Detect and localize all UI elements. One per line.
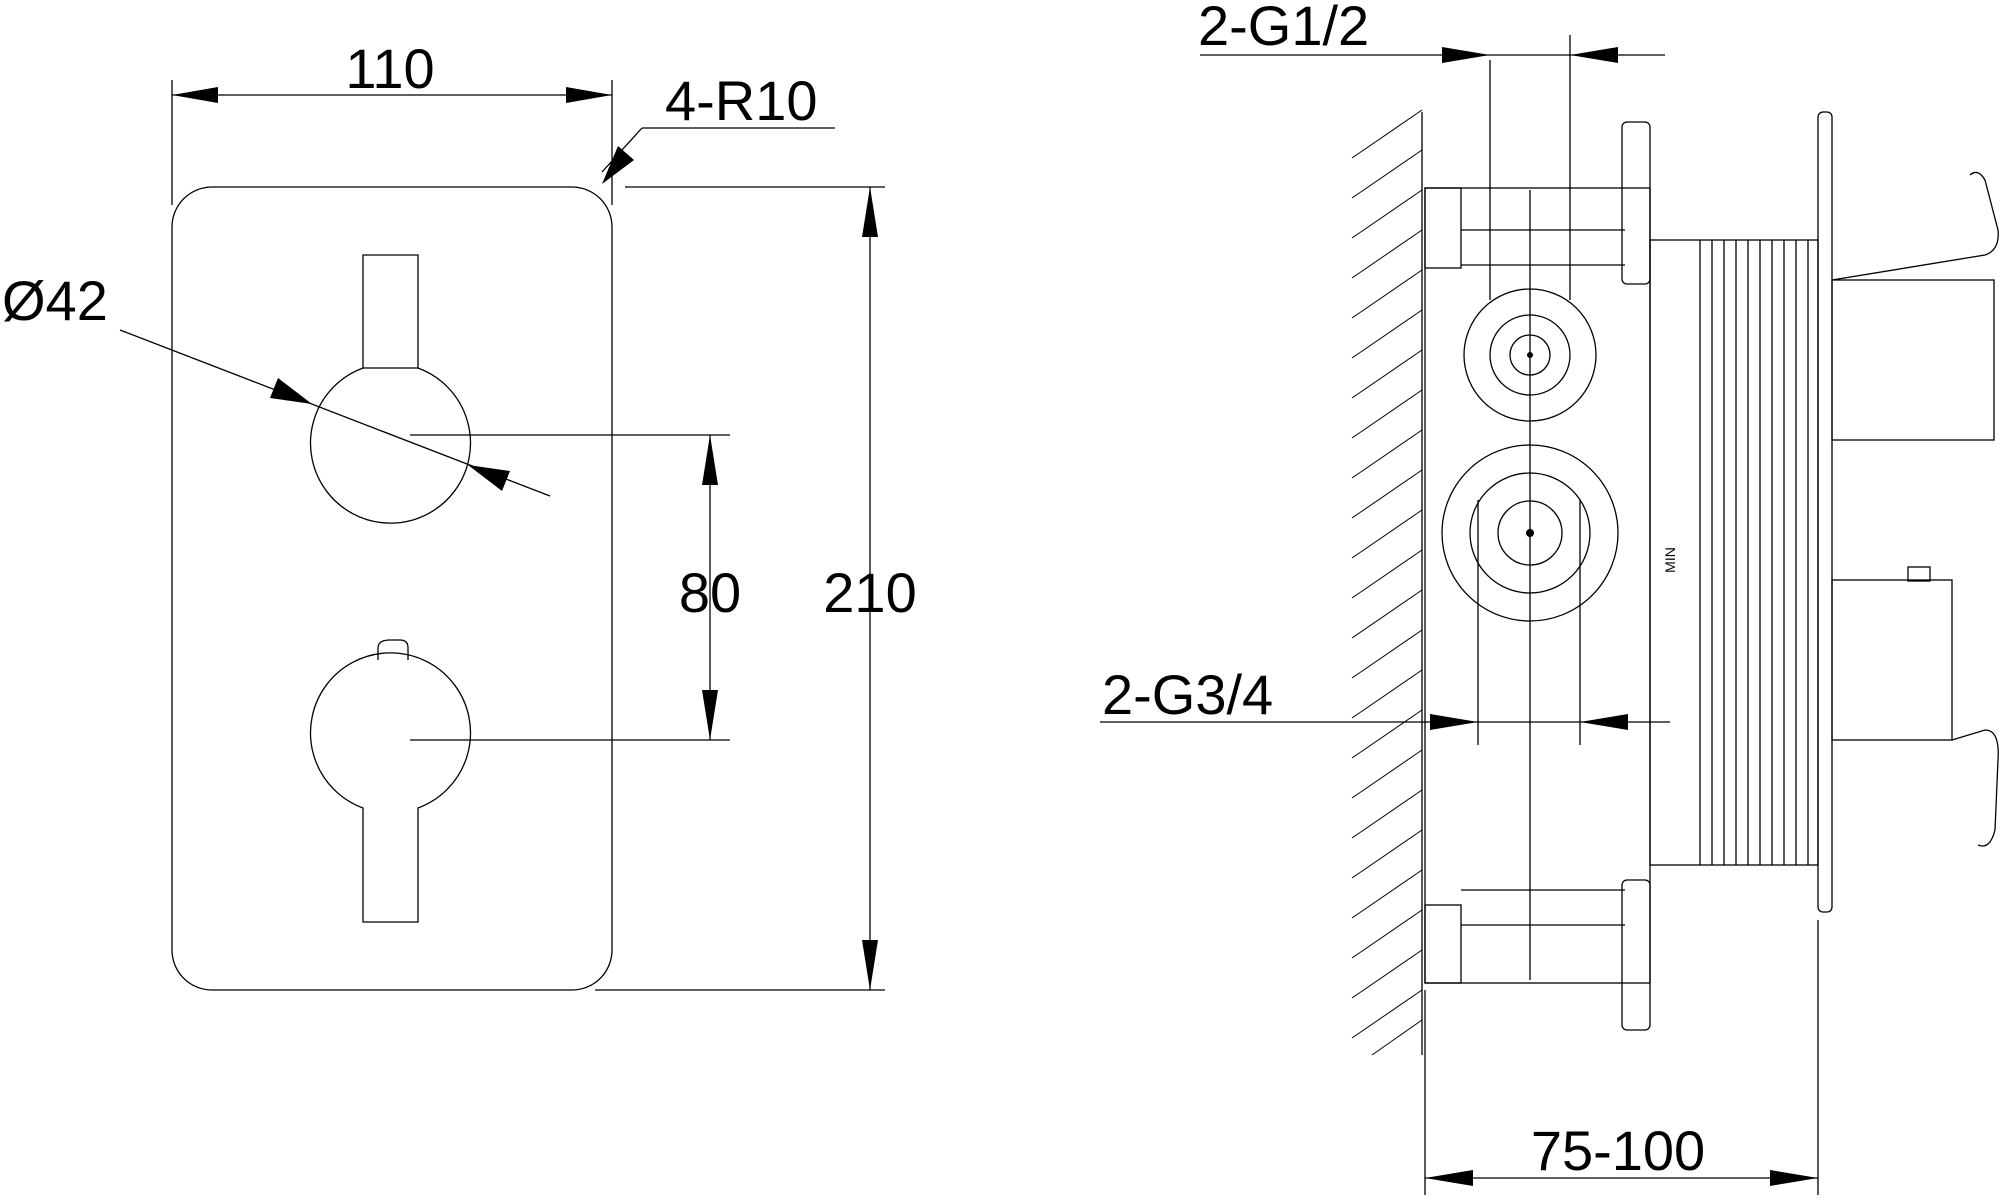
upper-inlet-lug: [1424, 187, 1462, 269]
radius-label: 4-R10: [665, 69, 818, 132]
height-label: 210: [823, 561, 916, 624]
wall-hatching: [1351, 109, 1423, 1056]
lower-inlet-lug: [1424, 904, 1462, 984]
min-mark: MIN: [1662, 547, 1678, 573]
diameter-arrow-upper: [270, 378, 312, 404]
inlet-label: 2-G3/4: [1102, 663, 1273, 726]
lower-handle-stem: [1831, 579, 1953, 741]
inlet-arrow-right: [1580, 714, 1628, 730]
side-cover-plate: [1817, 111, 1833, 913]
width-arrow-right: [566, 87, 612, 103]
outlet-arrow-right: [1570, 47, 1618, 63]
inlet-arrow-left: [1430, 714, 1478, 730]
upper-lever: [1831, 171, 1999, 281]
depth-label: 75-100: [1531, 1119, 1705, 1182]
diameter-label: Ø42: [2, 269, 108, 332]
front-view: 110 4-R10 Ø42 80 210: [2, 37, 917, 991]
outlet-label: 2-G1/2: [1198, 0, 1369, 57]
diameter-arrow-lower: [468, 465, 510, 491]
upper-knob: [309, 254, 472, 524]
height-arrow-top: [862, 187, 878, 237]
lower-bracket: [1621, 879, 1651, 1031]
side-view: MIN 2-G1/2 2-G3/4 75-100: [1100, 0, 1999, 1195]
spacing-arrow-top: [702, 435, 718, 485]
lower-lever: [1951, 729, 1999, 847]
width-arrow-left: [172, 87, 218, 103]
upper-handle-stem: [1831, 279, 1995, 441]
spacing-label: 80: [679, 561, 741, 624]
upper-bracket: [1621, 121, 1651, 285]
depth-arrow-right: [1770, 1170, 1818, 1186]
radius-arrow: [602, 146, 634, 184]
width-label: 110: [345, 37, 434, 100]
lower-handle-tab: [1907, 566, 1931, 582]
depth-arrow-left: [1425, 1170, 1473, 1186]
lower-knob-tab: [377, 639, 409, 660]
sleeve-threads: [1699, 240, 1809, 865]
cover-plate: [171, 186, 613, 991]
height-arrow-bottom: [862, 940, 878, 990]
outlet-arrow-left: [1442, 47, 1490, 63]
lower-knob: [309, 652, 472, 923]
spacing-arrow-bottom: [702, 690, 718, 740]
